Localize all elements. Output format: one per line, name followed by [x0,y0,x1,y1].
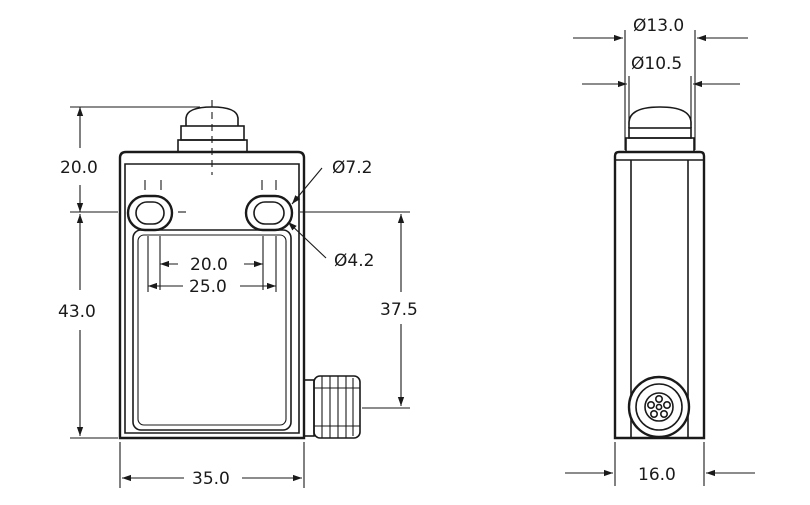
cable-gland [303,375,361,439]
dimension-plunger-inner: Ø10.5 [582,54,740,125]
leader-hole-inner: Ø4.2 [287,221,374,271]
front-view: 20.0 43.0 20.0 25.0 [58,100,418,489]
side-body [613,150,706,440]
dim-hole-outer-label: Ø7.2 [332,158,372,178]
dimension-plunger-outer: Ø13.0 [573,16,748,150]
dimension-body-height: 43.0 [58,214,118,439]
dimension-body-width: 35.0 [119,442,305,489]
dimension-mount-height: 37.5 [300,211,418,409]
side-plunger [625,106,695,153]
front-plunger [177,100,248,175]
mounting-slot-left [126,180,186,246]
side-view: Ø13.0 Ø10.5 16.0 [565,16,755,486]
dim-mount-height-label: 37.5 [380,300,418,320]
front-body [118,150,306,440]
dimension-slot-spacing-outer: 25.0 [147,246,277,297]
mounting-slot-right [244,180,294,246]
dim-hole-inner-label: Ø4.2 [334,251,374,271]
dim-top-height-label: 20.0 [60,158,98,178]
dimension-slot-spacing-inner: 20.0 [159,246,264,290]
dim-slot-outer-label: 25.0 [189,277,227,297]
dimension-top-height: 20.0 [60,106,200,213]
side-connector [627,375,691,439]
dim-plunger-inner-label: Ø10.5 [631,54,682,74]
dimension-depth: 16.0 [565,442,755,486]
dim-depth-label: 16.0 [638,465,676,485]
dim-slot-inner-label: 20.0 [190,255,228,275]
dim-plunger-outer-label: Ø13.0 [633,16,684,36]
dim-body-height-label: 43.0 [58,302,96,322]
dim-width-label: 35.0 [192,469,230,489]
leader-hole-outer: Ø7.2 [291,158,372,205]
